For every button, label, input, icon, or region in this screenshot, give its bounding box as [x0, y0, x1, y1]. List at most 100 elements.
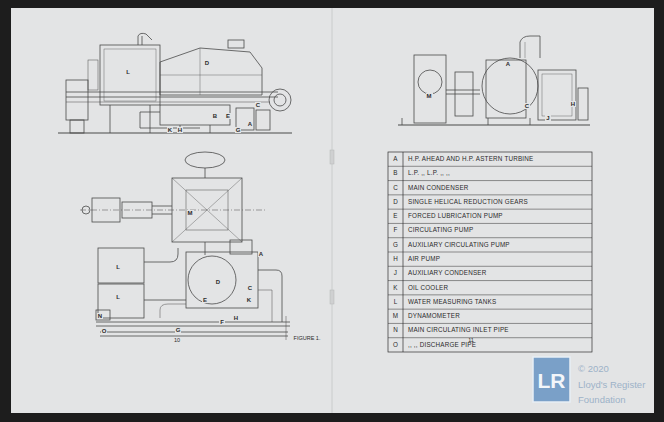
callout-letter: J [545, 115, 550, 121]
end-elevation [455, 72, 473, 116]
end-elevation [414, 55, 446, 123]
fold-line [330, 8, 334, 413]
table-description: FORCED LUBRICATION PUMP [408, 213, 503, 219]
callout-letter: C [255, 102, 261, 108]
plan-view [152, 206, 172, 207]
table-description: AUXILIARY CIRCULATING PUMP [408, 242, 510, 248]
table-key: H [393, 256, 398, 262]
plan-view [172, 178, 242, 242]
table-description: ,, ,, DISCHARGE PIPE [408, 342, 476, 348]
callout-letter: C [524, 103, 530, 109]
side-elevation [210, 125, 211, 133]
plan-view [92, 198, 120, 222]
callout-letter: E [202, 297, 208, 303]
table-rule [388, 223, 592, 224]
callout-letter: A [505, 61, 511, 67]
table-key: F [393, 227, 397, 233]
table-key: E [393, 213, 397, 219]
table-rule [388, 237, 592, 238]
side-elevation [228, 40, 244, 48]
side-elevation [58, 33, 292, 133]
side-elevation [150, 105, 151, 133]
side-elevation [58, 132, 292, 133]
table-rule [388, 194, 592, 195]
plan-view [258, 290, 272, 322]
plan-view [80, 210, 266, 211]
table-key: B [393, 170, 397, 176]
side-elevation [200, 48, 201, 95]
plan-view [82, 206, 90, 214]
callout-letter: H [233, 315, 239, 321]
table-key: C [393, 185, 398, 191]
table-rule [388, 252, 592, 253]
table-rules [388, 166, 592, 337]
table-key: D [393, 199, 398, 205]
table-description: AUXILIARY CONDENSER [408, 270, 486, 276]
callout-letter: N [97, 313, 103, 319]
side-elevation [269, 89, 291, 111]
plan-view [96, 322, 290, 323]
plan-view [152, 214, 172, 215]
fold-line [330, 150, 334, 164]
table-key: J [394, 270, 397, 276]
plan-view [186, 252, 258, 308]
key-table [388, 152, 592, 352]
table-rule [388, 209, 592, 210]
table-key: L [394, 299, 398, 305]
callout-letter: D [204, 60, 210, 66]
callout-letter: L [115, 294, 121, 300]
callout-letter: G [175, 327, 182, 333]
key-table [388, 152, 592, 352]
side-elevation [256, 110, 270, 130]
side-elevation [66, 80, 88, 120]
table-rule [388, 280, 592, 281]
table-description: OIL COOLER [408, 285, 448, 291]
watermark: Foundation [578, 395, 626, 405]
end-elevation [488, 118, 489, 125]
callout-letter: F [219, 319, 225, 325]
callout-letter: C [247, 285, 253, 291]
plan-view [205, 168, 206, 178]
table-rule [388, 166, 592, 167]
plan-view [205, 242, 206, 255]
figure-caption: FIGURE 1. [294, 336, 321, 342]
end-elevation [446, 94, 480, 95]
watermark: Lloyd's Register [578, 380, 645, 390]
callout-letter: L [125, 69, 131, 75]
table-rule [388, 294, 592, 295]
fold-line [330, 290, 334, 304]
side-elevation [138, 36, 139, 45]
end-elevation [520, 36, 540, 58]
table-rule [388, 309, 592, 310]
end-elevation [530, 118, 531, 125]
plan-view [230, 240, 252, 254]
end-elevation [418, 70, 442, 94]
table-description: CIRCULATING PUMP [408, 227, 473, 233]
plan-view [100, 336, 288, 337]
side-elevation [140, 112, 200, 128]
end-elevation [538, 70, 576, 120]
end-elevation [486, 60, 526, 118]
table-description: MAIN CIRCULATING INLET PIPE [408, 327, 509, 333]
table-key: G [393, 242, 398, 248]
side-elevation [100, 45, 160, 105]
table-key: A [393, 156, 397, 162]
table-description: WATER MEASURING TANKS [408, 299, 496, 305]
plan-view [286, 316, 287, 340]
logo-text: LR [538, 370, 566, 391]
table-rule [388, 337, 592, 338]
side-elevation [142, 36, 143, 45]
side-elevation [66, 97, 278, 98]
side-elevation [160, 48, 262, 95]
plan-view [188, 256, 236, 304]
callout-letter: G [235, 127, 242, 133]
end-elevation [578, 88, 588, 120]
table-description: H.P. AHEAD AND H.P. ASTERN TURBINE [408, 156, 533, 162]
fold-line [332, 8, 333, 413]
plan-view [98, 248, 144, 283]
table-key: O [393, 342, 398, 348]
table-rule [388, 180, 592, 181]
plan-view [185, 152, 225, 168]
callout-letter: B [212, 113, 218, 119]
